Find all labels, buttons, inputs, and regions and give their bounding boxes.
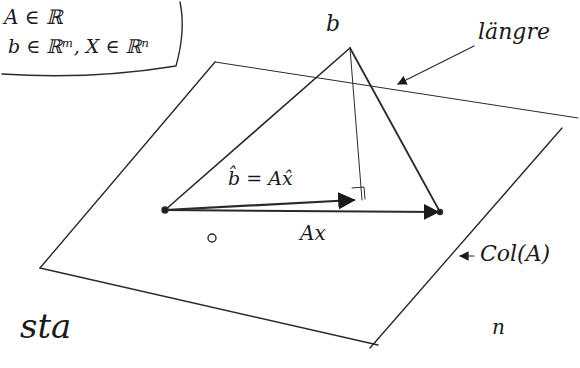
pointer-arrow	[398, 46, 474, 84]
vector-bhat	[165, 200, 354, 210]
vector-label: b̂ = Ax̂	[228, 168, 293, 189]
perpendicular	[350, 48, 362, 200]
plane-edge	[370, 128, 562, 348]
vector-label: Ax	[300, 222, 326, 244]
vector-origin	[162, 207, 168, 213]
plane-edge	[40, 268, 378, 345]
annotation-text: längre	[478, 20, 550, 44]
triangle-side	[165, 48, 350, 210]
right-angle-mark	[352, 187, 365, 199]
annotation-text: sta	[20, 308, 71, 345]
plane-edge	[215, 62, 578, 118]
origin-mark	[208, 234, 216, 242]
vector-end	[438, 210, 443, 215]
bubble-outline	[2, 2, 182, 76]
dimension-label: n	[492, 316, 505, 338]
pointer-arrow	[460, 255, 474, 256]
triangle-side	[350, 48, 440, 212]
point-label: b	[326, 12, 340, 36]
matrix-definition: A ∈ ℝ	[4, 6, 63, 28]
subspace-label: Col(A)	[480, 242, 550, 266]
plane-edge	[40, 62, 215, 268]
vector-ax	[165, 210, 438, 212]
vector-definition: b ∈ ℝᵐ, X ∈ ℝⁿ	[8, 36, 149, 57]
